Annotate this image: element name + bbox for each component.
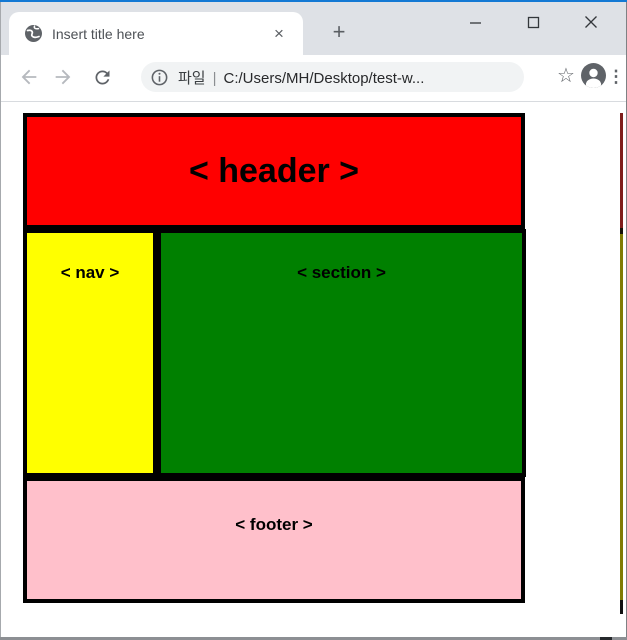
- section-box: < section >: [157, 229, 526, 477]
- background-window-sliver-olive: [620, 234, 623, 600]
- background-window-sliver-red: [620, 113, 623, 228]
- header-label: < header >: [188, 151, 360, 190]
- tab-title: Insert title here: [52, 25, 145, 42]
- window-left-border: [0, 2, 1, 640]
- forward-arrow-icon: [55, 69, 71, 85]
- url-scheme-label: 파일: [178, 69, 206, 87]
- browser-toolbar: 파일 | C:/Users/MH/Desktop/test-w... ☆ ⋮: [1, 55, 626, 102]
- avatar-icon: [581, 63, 606, 88]
- page-info-icon[interactable]: [150, 68, 169, 87]
- tab-close-icon[interactable]: ×: [274, 23, 284, 43]
- globe-favicon-icon: [25, 25, 42, 42]
- close-window-button[interactable]: [562, 6, 620, 38]
- minimize-icon: [469, 21, 481, 24]
- nav-label: < nav >: [60, 263, 120, 282]
- header-box: < header >: [23, 113, 525, 229]
- background-window-sliver-dark: [620, 228, 623, 234]
- window-controls: [446, 6, 620, 38]
- bookmark-star-icon[interactable]: ☆: [557, 65, 575, 87]
- tab-strip: Insert title here × +: [1, 2, 626, 55]
- footer-box: < footer >: [23, 477, 525, 603]
- background-window-sliver-dark2: [620, 600, 623, 614]
- refresh-button[interactable]: [88, 63, 116, 91]
- url-text: 파일 | C:/Users/MH/Desktop/test-w...: [178, 67, 424, 88]
- window-top-accent: [0, 0, 627, 2]
- minimize-button[interactable]: [446, 6, 504, 38]
- window-bottom-border: [0, 637, 627, 640]
- back-arrow-icon: [21, 69, 37, 85]
- browser-tab[interactable]: Insert title here ×: [9, 12, 303, 55]
- url-path: C:/Users/MH/Desktop/test-w...: [223, 69, 425, 87]
- back-button[interactable]: [15, 63, 43, 91]
- page-viewport: < header > < nav > < section > < footer …: [1, 103, 626, 637]
- section-label: < section >: [297, 263, 386, 282]
- close-icon: [585, 16, 597, 28]
- new-tab-button[interactable]: +: [332, 19, 346, 44]
- forward-button[interactable]: [49, 63, 77, 91]
- nav-box: < nav >: [23, 229, 157, 477]
- footer-label: < footer >: [235, 515, 313, 534]
- refresh-icon: [95, 70, 109, 84]
- maximize-button[interactable]: [504, 6, 562, 38]
- maximize-icon: [527, 16, 539, 28]
- url-separator: |: [212, 69, 217, 87]
- profile-avatar[interactable]: [581, 63, 606, 88]
- address-bar[interactable]: 파일 | C:/Users/MH/Desktop/test-w...: [141, 62, 524, 92]
- window-bottom-notch: [600, 637, 612, 640]
- browser-menu-button[interactable]: ⋮: [607, 67, 625, 86]
